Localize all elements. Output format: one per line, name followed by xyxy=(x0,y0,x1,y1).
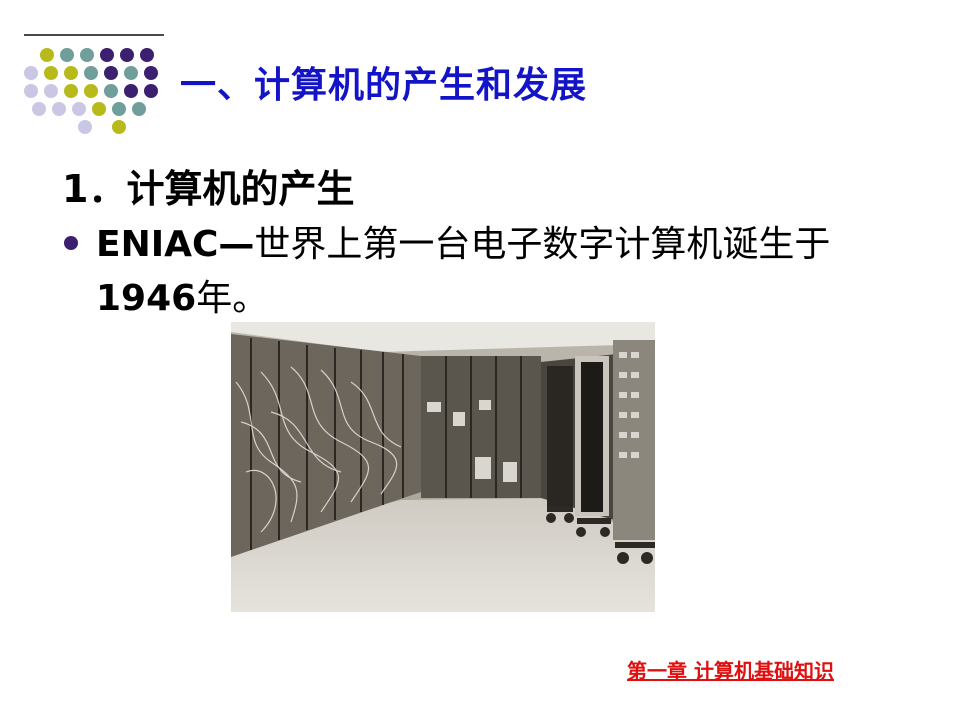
deco-dot xyxy=(24,84,38,98)
bullet-lead: ENIAC— xyxy=(96,224,255,265)
slide-title: 一、计算机的产生和发展 xyxy=(180,65,588,106)
deco-dot xyxy=(112,120,126,134)
deco-dot xyxy=(44,84,58,98)
deco-dot xyxy=(72,102,86,116)
deco-dot xyxy=(84,66,98,80)
deco-dot xyxy=(112,102,126,116)
section-heading: 1．计算机的产生 xyxy=(62,167,355,211)
deco-dot xyxy=(132,102,146,116)
bullet-marker xyxy=(64,236,78,250)
deco-dot xyxy=(92,102,106,116)
deco-dot xyxy=(100,48,114,62)
bullet-text-part1: 世界上第一台电子数字计算机诞生于 xyxy=(254,224,831,265)
deco-dot xyxy=(124,66,138,80)
deco-dot xyxy=(64,66,78,80)
deco-dot xyxy=(80,48,94,62)
deco-dot xyxy=(40,48,54,62)
deco-dot xyxy=(144,84,158,98)
deco-dot xyxy=(32,102,46,116)
deco-dot xyxy=(84,84,98,98)
deco-dot xyxy=(144,66,158,80)
deco-dot xyxy=(104,84,118,98)
deco-dot xyxy=(140,48,154,62)
bullet-item: ENIAC—世界上第一台电子数字计算机诞生于 1946年。 xyxy=(96,218,896,326)
deco-dot xyxy=(60,48,74,62)
deco-dot xyxy=(120,48,134,62)
chapter-link[interactable]: 第一章 计算机基础知识 xyxy=(627,659,834,683)
deco-dot xyxy=(78,120,92,134)
deco-dot xyxy=(44,66,58,80)
deco-dot xyxy=(104,66,118,80)
decorative-dot-grid xyxy=(22,44,172,144)
bullet-year: 1946 xyxy=(96,278,197,319)
deco-dot xyxy=(124,84,138,98)
bullet-text-part2: 年。 xyxy=(196,278,269,319)
deco-dot xyxy=(64,84,78,98)
deco-dot xyxy=(52,102,66,116)
header-rule xyxy=(24,34,164,36)
deco-dot xyxy=(24,66,38,80)
eniac-photo-illustration xyxy=(231,322,655,612)
eniac-photo xyxy=(231,322,655,612)
